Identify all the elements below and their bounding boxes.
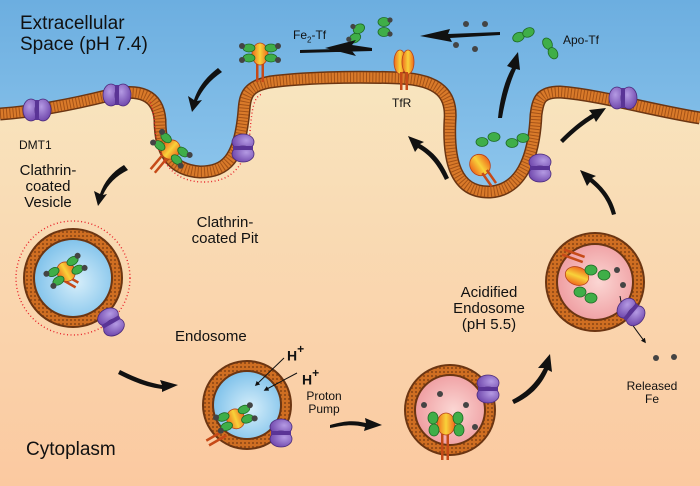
- arrow-iron-release: [420, 29, 500, 42]
- fe2-tf-free-2: [377, 17, 393, 37]
- apo-tf-free-1: [512, 27, 535, 43]
- tfr-fe2-tf-in-pit: [149, 128, 193, 174]
- dmt1-plasma-1: [22, 98, 52, 122]
- dmt1-plasma-2: [102, 83, 132, 107]
- dmt1-label: DMT1: [19, 138, 52, 152]
- dmt1-plasma-3: [608, 86, 638, 110]
- acidified-endosome-label: Acidified Endosome (pH 5.5): [453, 284, 525, 334]
- h-plus-2-h: H: [302, 371, 313, 388]
- arrow-acidified-to-upper: [512, 354, 552, 404]
- h-plus-1-sign: +: [297, 342, 305, 356]
- clathrin-coated-pit-label: Clathrin- coated Pit: [191, 214, 259, 248]
- clathrin-coated-vesicle-label: Clathrin- coated Vesicle: [19, 162, 77, 212]
- arrow-endosome-to-acidified: [330, 418, 382, 431]
- arrow-apo-tf-release: [498, 52, 520, 118]
- h-plus-label-2: H+: [302, 366, 320, 388]
- proton-arrow-2: [263, 372, 298, 391]
- plasma-membrane: [0, 70, 700, 199]
- fe2-tf-free-1: [346, 23, 365, 44]
- tfr-surface-empty: [393, 49, 415, 90]
- fe2-tf-label-tf: -Tf: [311, 27, 327, 42]
- arrow-to-tfr-return: [408, 136, 449, 180]
- apo-tf-label: Apo-Tf: [563, 33, 600, 47]
- dmt1-recycling-pocket: [528, 153, 552, 183]
- apo-tf-in-pocket-1: [475, 132, 501, 147]
- arrow-upper-to-pocket: [580, 170, 616, 215]
- tfr-label: TfR: [392, 96, 412, 110]
- arrow-into-pit: [188, 68, 222, 112]
- iron-atoms-extracellular: [453, 21, 488, 52]
- released-iron-atoms: [653, 354, 677, 361]
- acidified-endosome-upper: [545, 232, 646, 344]
- proton-arrow-1: [254, 357, 285, 387]
- dmt1-pit: [231, 133, 255, 163]
- cytoplasm-label: Cytoplasm: [26, 439, 116, 460]
- arrow-pit-to-vesicle: [94, 165, 128, 206]
- apo-tf-in-pocket-2: [505, 133, 530, 148]
- fe2-tf-label-fe: Fe: [293, 27, 308, 42]
- h-plus-1-h: H: [287, 347, 298, 364]
- released-fe-label: Released Fe: [626, 379, 678, 406]
- clathrin-coated-vesicle: [15, 220, 131, 337]
- process-arrows: [94, 29, 616, 431]
- fe2-tf-label: Fe2-Tf: [293, 16, 326, 45]
- endosome-label: Endosome: [175, 328, 247, 345]
- fe2-tf-label-sub: 2: [307, 35, 312, 45]
- acidified-endosome-lower: [404, 364, 500, 460]
- arrow-vesicle-to-endosome: [118, 370, 178, 392]
- tfr-in-pocket: [469, 153, 498, 187]
- apo-tf-free-2: [542, 37, 559, 60]
- h-plus-label-1: H+: [287, 342, 305, 364]
- endosome: [202, 360, 293, 450]
- proton-pump-label: Proton Pump: [306, 389, 342, 416]
- h-plus-2-sign: +: [312, 366, 320, 380]
- tfr-fe2-tf-surface: [239, 42, 281, 82]
- extracellular-space-label: Extracellular Space (pH 7.4): [20, 13, 148, 55]
- arrow-fe2tf-to-receptor: [300, 40, 372, 56]
- arrow-dmt1-recycle: [560, 108, 606, 143]
